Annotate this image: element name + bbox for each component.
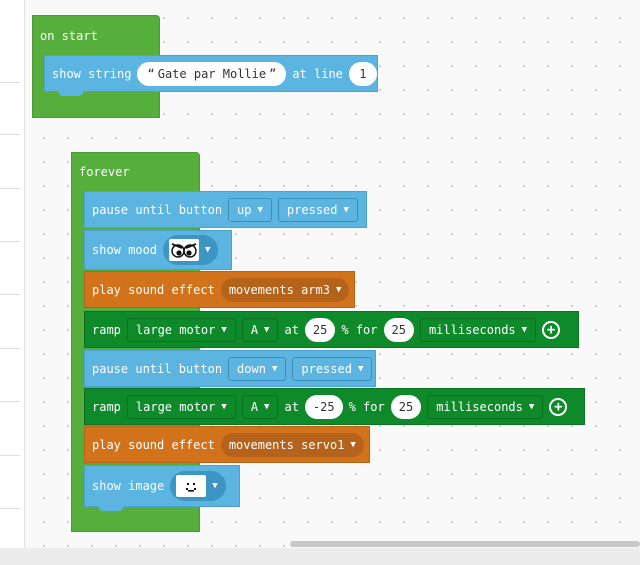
pause-until-button-block[interactable]: pause until button down ▼ pressed ▼ — [84, 350, 376, 387]
unit-value: milliseconds — [428, 322, 516, 337]
show-string-label: show string — [52, 66, 132, 81]
percent-for-label: % for — [348, 399, 385, 414]
chevron-down-icon: ▼ — [271, 363, 278, 374]
block-connector — [59, 91, 83, 96]
unit-value: milliseconds — [436, 399, 523, 414]
button-dropdown[interactable]: up ▼ — [228, 197, 272, 222]
plus-icon[interactable]: + — [542, 320, 561, 339]
quote-open: “ — [147, 66, 155, 81]
port-value: A — [250, 322, 259, 337]
angry-eyes-icon — [169, 239, 200, 261]
chevron-down-icon: ▼ — [335, 284, 342, 295]
show-image-block[interactable]: show image ▼ — [84, 465, 240, 511]
toolbox-divider — [0, 241, 20, 242]
chevron-down-icon: ▼ — [264, 401, 270, 412]
port-dropdown[interactable]: A ▼ — [241, 317, 279, 342]
motor-type-value: large motor — [135, 399, 216, 414]
chevron-down-icon: ▼ — [257, 204, 263, 215]
motor-type-dropdown[interactable]: large motor ▼ — [126, 317, 236, 342]
show-image-label: show image — [92, 479, 165, 493]
chevron-down-icon: ▼ — [212, 481, 218, 491]
at-label: at — [284, 322, 299, 337]
chevron-down-icon: ▼ — [343, 204, 349, 215]
at-line-label: at line — [292, 66, 343, 81]
play-sound-effect-block[interactable]: play sound effect movements arm3 ▼ — [84, 271, 355, 308]
show-string-block[interactable]: show string “ Gate par Mollie ” at line … — [44, 55, 378, 96]
speed-input[interactable]: -25 — [304, 394, 343, 419]
pause-until-label: pause until button — [92, 361, 223, 376]
forever-label: forever — [79, 165, 130, 179]
show-mood-block[interactable]: show mood ▼ — [84, 230, 232, 270]
chevron-down-icon: ▼ — [350, 439, 356, 450]
button-value: down — [237, 361, 266, 376]
chevron-down-icon: ▼ — [221, 324, 227, 335]
toolbox-divider — [0, 82, 20, 83]
sound-effect-dropdown[interactable]: movements arm3 ▼ — [220, 277, 350, 302]
at-label: at — [284, 399, 299, 414]
chevron-down-icon: ▼ — [357, 363, 364, 374]
state-value: pressed — [286, 202, 338, 217]
horizontal-scrollbar-track — [0, 548, 640, 565]
ramp-label: ramp — [92, 322, 121, 337]
toolbox-edge — [0, 0, 25, 548]
toolbox-divider — [0, 401, 20, 402]
sound-effect-dropdown[interactable]: movements servo1 ▼ — [220, 432, 364, 457]
ramp-label: ramp — [92, 399, 121, 414]
speed-input[interactable]: 25 — [304, 317, 336, 342]
toolbox-divider — [0, 508, 20, 509]
duration-input[interactable]: 25 — [383, 317, 414, 342]
chevron-down-icon: ▼ — [528, 401, 535, 412]
state-dropdown[interactable]: pressed ▼ — [277, 197, 358, 222]
toolbox-divider — [0, 348, 20, 349]
sound-effect-value: movements arm3 — [228, 282, 330, 297]
horizontal-scrollbar[interactable] — [290, 541, 640, 547]
on-start-label: on start — [40, 29, 98, 43]
ramp-motor-block[interactable]: ramp large motor ▼ A ▼ at -25 % for 25 m… — [84, 388, 585, 425]
motor-type-dropdown[interactable]: large motor ▼ — [126, 394, 236, 419]
toolbox-divider — [0, 188, 20, 189]
pause-until-label: pause until button — [92, 202, 223, 217]
chevron-down-icon: ▼ — [221, 401, 227, 412]
chevron-down-icon: ▼ — [521, 324, 528, 335]
mood-dropdown[interactable]: ▼ — [163, 235, 219, 265]
port-dropdown[interactable]: A ▼ — [241, 394, 279, 419]
sound-effect-value: movements servo1 — [228, 437, 345, 452]
unit-dropdown[interactable]: milliseconds ▼ — [419, 317, 537, 342]
ramp-motor-block[interactable]: ramp large motor ▼ A ▼ at 25 % for 25 mi… — [84, 311, 579, 348]
percent-for-label: % for — [341, 322, 378, 337]
port-value: A — [250, 399, 259, 414]
state-value: pressed — [301, 361, 352, 376]
toolbox-divider — [0, 455, 20, 456]
state-dropdown[interactable]: pressed ▼ — [292, 356, 373, 381]
toolbox-divider — [0, 134, 20, 135]
plus-icon[interactable]: + — [549, 397, 568, 416]
block-connector — [99, 506, 123, 511]
duration-input[interactable]: 25 — [390, 394, 422, 419]
line-input[interactable]: 1 — [348, 61, 377, 86]
pause-until-button-block[interactable]: pause until button up ▼ pressed ▼ — [84, 191, 367, 228]
button-dropdown[interactable]: down ▼ — [228, 356, 287, 381]
string-value: Gate par Mollie — [157, 66, 267, 81]
quote-close: ” — [269, 66, 277, 81]
button-value: up — [237, 202, 252, 217]
play-sound-label: play sound effect — [92, 282, 215, 297]
image-dropdown[interactable]: ▼ — [170, 471, 226, 501]
string-input[interactable]: “ Gate par Mollie ” — [137, 61, 287, 86]
motor-type-value: large motor — [135, 322, 216, 337]
unit-dropdown[interactable]: milliseconds ▼ — [427, 394, 544, 419]
show-mood-label: show mood — [92, 243, 158, 257]
chevron-down-icon: ▼ — [205, 245, 211, 255]
chevron-down-icon: ▼ — [264, 324, 270, 335]
face-image-icon — [176, 475, 207, 497]
play-sound-effect-block[interactable]: play sound effect movements servo1 ▼ — [84, 426, 370, 463]
play-sound-label: play sound effect — [92, 437, 215, 452]
toolbox-divider — [0, 294, 20, 295]
